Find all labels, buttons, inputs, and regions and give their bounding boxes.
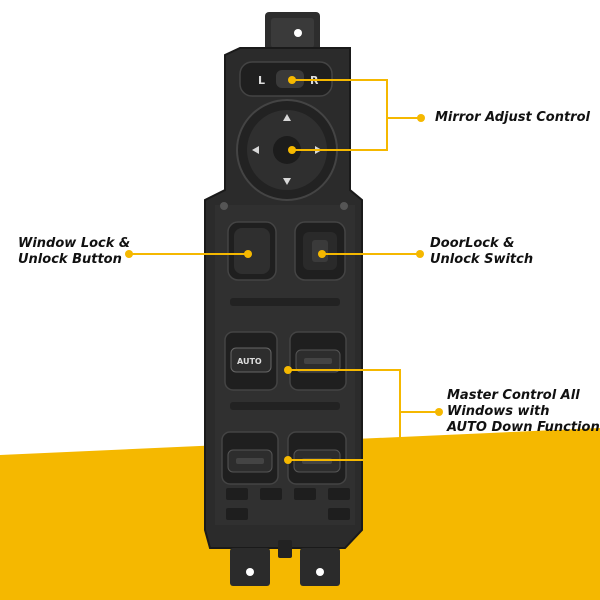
mirror-up-arrow-icon <box>283 114 291 121</box>
door-lock-switch <box>294 221 346 281</box>
master-control-label: Master Control All Windows with AUTO Dow… <box>447 388 600 436</box>
master-label-marker <box>435 408 443 416</box>
window-lock-button-marker <box>244 250 252 258</box>
window-switch-rear-right <box>287 431 347 485</box>
mirror-callout-connector <box>292 79 420 151</box>
mirror-adjust-label: Mirror Adjust Control <box>435 110 590 126</box>
auto-button-label: AUTO <box>237 357 262 366</box>
master-front-marker <box>284 366 292 374</box>
mirror-direction-pad <box>236 99 338 201</box>
window-lock-label-marker <box>125 250 133 258</box>
window-switch-front-left: AUTO <box>224 331 278 391</box>
window-lock-text-line-1: Window Lock & <box>18 236 131 251</box>
door-lock-label: DoorLock & Unlock Switch <box>430 236 533 268</box>
window-lock-text-line-2: Unlock Button <box>18 252 122 267</box>
master-control-text-line-3: AUTO Down Function <box>447 420 600 435</box>
mirror-pad-marker <box>288 146 296 154</box>
door-lock-callout-connector <box>318 250 424 258</box>
mirror-selector-marker <box>288 76 296 84</box>
window-switch-rear-left <box>221 431 279 485</box>
window-lock-callout-connector <box>125 250 252 258</box>
mirror-adjust-text: Mirror Adjust Control <box>435 110 590 125</box>
window-switch-front-right <box>289 331 347 391</box>
door-lock-text-line-2: Unlock Switch <box>430 252 534 267</box>
mirror-left-label: L <box>258 74 265 87</box>
window-lock-button <box>227 221 277 281</box>
master-control-text-line-1: Master Control All <box>447 388 580 403</box>
master-control-callout-connector <box>288 369 438 461</box>
master-control-text-line-2: Windows with <box>447 404 550 419</box>
door-lock-label-marker <box>416 250 424 258</box>
door-lock-switch-marker <box>318 250 326 258</box>
mirror-down-arrow-icon <box>283 178 291 185</box>
window-lock-label: Window Lock & Unlock Button <box>18 236 130 268</box>
master-rear-marker <box>284 456 292 464</box>
top-mounting-tab <box>265 12 320 54</box>
door-lock-text-line-1: DoorLock & <box>430 236 515 251</box>
mirror-left-arrow-icon <box>252 146 259 154</box>
mirror-label-marker <box>417 114 425 122</box>
